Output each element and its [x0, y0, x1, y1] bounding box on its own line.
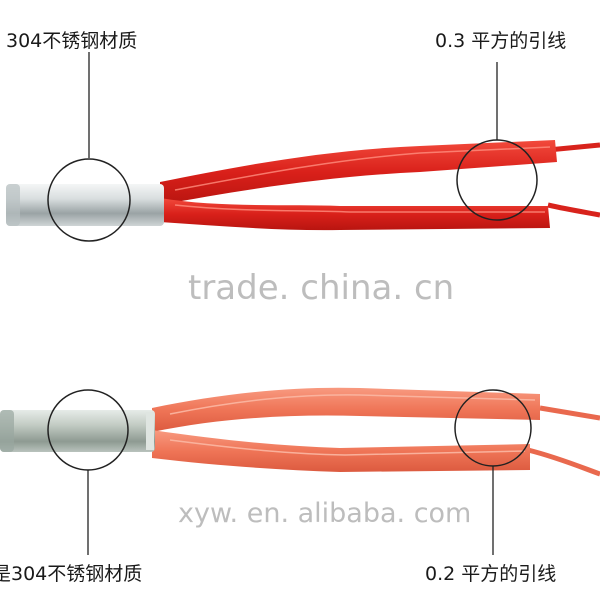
- bottom-steel-tube: [0, 410, 155, 452]
- bottom-thin-wire-upper: [539, 405, 600, 421]
- callout-circle-top-left: [47, 158, 131, 242]
- bottom-sleeve-upper: [152, 387, 540, 432]
- bottom-thin-wire-lower: [527, 447, 600, 477]
- top-steel-tube: [6, 184, 164, 226]
- top-thin-wire-lower: [547, 202, 600, 218]
- callout-circle-top-right: [456, 139, 538, 221]
- bottom-sleeve-lower: [152, 430, 530, 472]
- label-top-left: 304不锈钢材质: [6, 30, 138, 52]
- watermark-top: trade. china. cn: [188, 268, 455, 308]
- label-bottom-right: 0.2 平方的引线: [425, 563, 557, 585]
- label-bottom-left: 是304不锈钢材质: [0, 563, 143, 585]
- label-top-right: 0.3 平方的引线: [435, 30, 567, 52]
- bottom-heater-cartridge: [0, 387, 600, 477]
- top-sleeve-lower: [160, 198, 550, 231]
- top-sleeve-upper: [160, 140, 557, 205]
- watermark-bottom: xyw. en. alibaba. com: [178, 498, 472, 529]
- top-heater-cartridge: [6, 140, 600, 231]
